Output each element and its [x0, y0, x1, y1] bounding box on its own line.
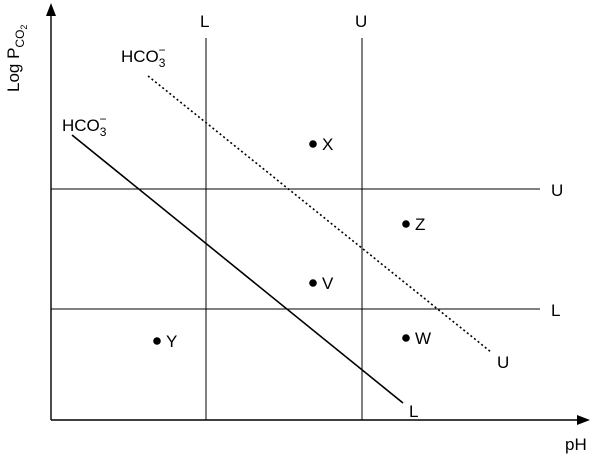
horizontal-line-upper-label: U [551, 181, 563, 200]
upper-bicarbonate-label-base: HCO [121, 47, 159, 66]
upper-bicarbonate-isopleth [147, 75, 492, 353]
point-w-label: W [415, 329, 431, 348]
lower-bicarbonate-isopleth [71, 134, 404, 404]
vertical-line-upper-label: U [355, 12, 367, 31]
x-axis-arrowhead [577, 415, 590, 425]
y-axis-label: Log PCO2 [4, 25, 29, 92]
y-axis-arrowhead [46, 3, 56, 16]
horizontal-line-lower-label: L [551, 301, 560, 320]
x-axis-label: pH [565, 435, 587, 454]
lower-bicarbonate-end-label: L [409, 402, 418, 421]
upper-bicarbonate-label: HCO3− [121, 43, 166, 70]
point-z-marker [402, 220, 410, 228]
upper-bicarbonate-label-sup: − [158, 43, 165, 57]
lower-bicarbonate-label: HCO3− [62, 112, 107, 139]
y-axis-label-subsub: 2 [19, 25, 29, 30]
lower-bicarbonate-label-base: HCO [62, 116, 100, 135]
point-v-label: V [322, 274, 334, 293]
point-z-label: Z [415, 215, 425, 234]
lower-bicarbonate-label-sub: 3 [100, 125, 107, 139]
upper-bicarbonate-end-label: U [497, 353, 509, 372]
point-w-marker [402, 334, 410, 342]
point-x-label: X [322, 135, 333, 154]
point-x-marker [309, 140, 317, 148]
lower-bicarbonate-label-sup: − [99, 112, 106, 126]
upper-bicarbonate-label-sub: 3 [159, 56, 166, 70]
vertical-line-lower-label: L [200, 12, 209, 31]
y-axis-label-main: Log P [4, 48, 23, 92]
point-v-marker [309, 279, 317, 287]
point-y-label: Y [166, 332, 177, 351]
y-axis-label-sub: CO [13, 30, 27, 48]
point-y-marker [153, 337, 161, 345]
